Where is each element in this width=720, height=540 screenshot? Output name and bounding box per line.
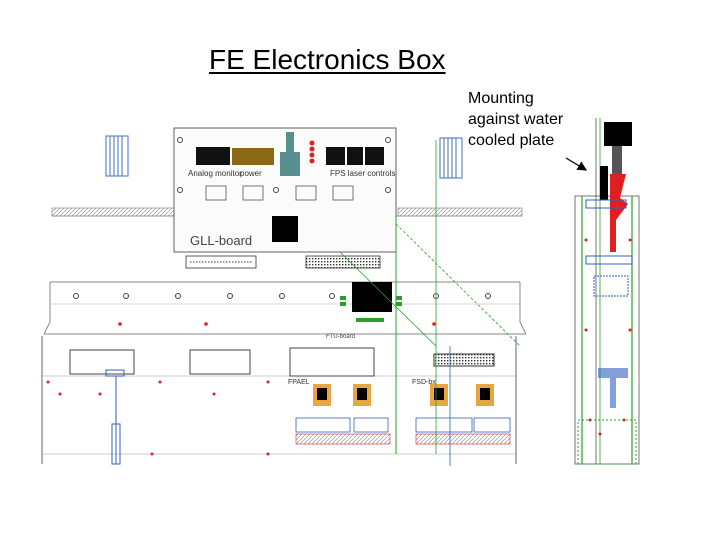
- svg-text:Analog monitor: Analog monitor: [188, 169, 242, 178]
- annotation-line-3: cooled plate: [468, 132, 555, 149]
- ftu-board-label: FTU-board: [326, 334, 355, 340]
- svg-text:power: power: [240, 169, 262, 178]
- right-connector-label: FSD-bx: [412, 379, 436, 386]
- gll-board-label: GLL-board: [190, 233, 252, 248]
- gll-board: Analog monitor power FPS laser controls …: [173, 127, 397, 269]
- mounting-annotation: Mounting against water cooled plate: [468, 88, 563, 151]
- side-view-assembly: [574, 118, 640, 465]
- housing: FTU-board: [43, 281, 527, 340]
- wiring: [339, 140, 521, 466]
- lower-crate: FPAEL FSD-bx: [41, 336, 517, 465]
- left-cooling-fin: [105, 135, 129, 177]
- annotation-arrow: [565, 157, 588, 171]
- slide-title: FE Electronics Box: [209, 44, 446, 75]
- annotation-line-1: Mounting: [468, 90, 534, 107]
- svg-text:FPS laser controls: FPS laser controls: [330, 169, 395, 178]
- left-connector-label: FPAEL: [288, 379, 310, 386]
- annotation-line-2: against water: [468, 111, 564, 128]
- right-cooling-fin: [439, 137, 463, 179]
